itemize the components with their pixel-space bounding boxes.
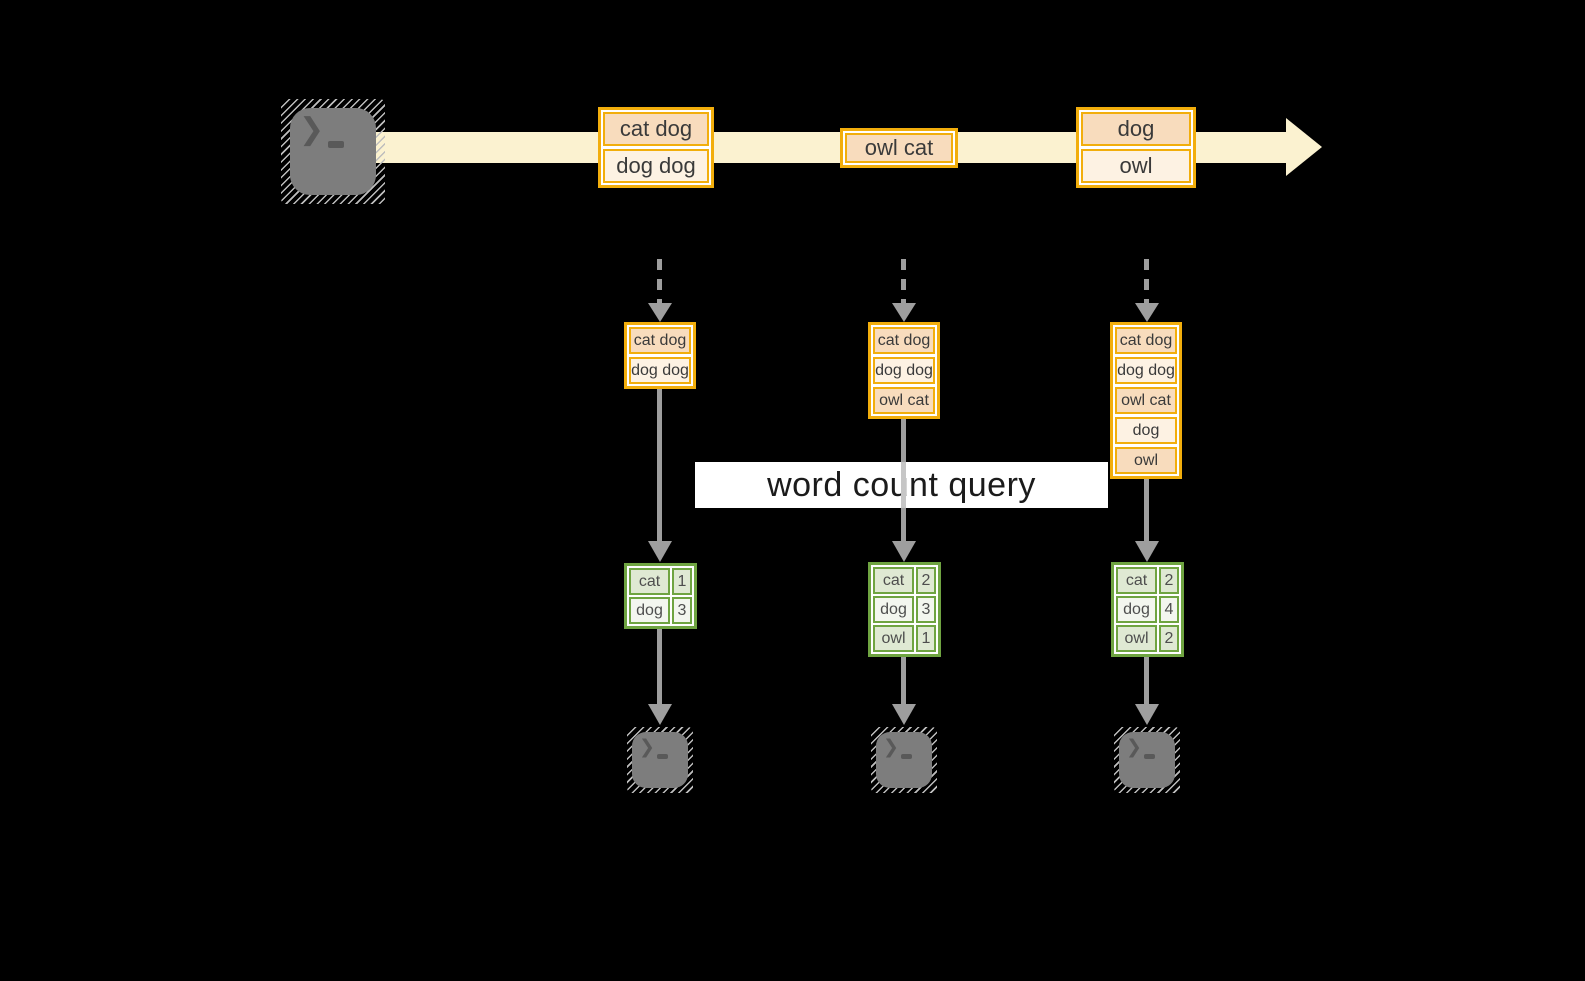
query-arrowhead-icon xyxy=(892,541,916,562)
word-cell: cat xyxy=(873,567,914,594)
state-line: dog xyxy=(1115,417,1177,444)
state-box: cat dog dog dog xyxy=(624,322,696,389)
message-box: cat dog dog dog xyxy=(598,107,714,188)
state-line: cat dog xyxy=(1115,327,1177,354)
message-line: owl xyxy=(1081,149,1191,183)
terminal-prompt-glyph: ❯ xyxy=(883,736,899,758)
message-line: owl cat xyxy=(845,133,953,163)
query-arrow-line-through-banner xyxy=(901,462,906,508)
ingest-arrowhead-icon xyxy=(892,303,916,322)
state-line: dog dog xyxy=(873,357,935,384)
output-arrow-line xyxy=(1144,657,1149,704)
ingest-arrowhead-icon xyxy=(1135,303,1159,322)
state-line: owl xyxy=(1115,447,1177,474)
terminal-body xyxy=(290,108,376,195)
word-cell: dog xyxy=(629,597,670,624)
ingest-arrow-line xyxy=(1144,259,1149,303)
query-arrowhead-icon xyxy=(1135,541,1159,562)
count-cell: 3 xyxy=(916,596,936,623)
source-terminal-icon: ❯ xyxy=(281,99,385,204)
state-line: owl cat xyxy=(873,387,935,414)
terminal-cursor-glyph xyxy=(328,141,344,148)
count-cell: 2 xyxy=(916,567,936,594)
terminal-body xyxy=(876,732,932,788)
word-cell: cat xyxy=(1116,567,1157,594)
state-line: dog dog xyxy=(1115,357,1177,384)
count-cell: 2 xyxy=(1159,567,1179,594)
word-cell: dog xyxy=(1116,596,1157,623)
query-arrow-line xyxy=(901,508,906,541)
count-cell: 1 xyxy=(672,568,692,595)
count-table: cat 2 dog 4 owl 2 xyxy=(1111,562,1184,657)
terminal-cursor-glyph xyxy=(901,754,912,759)
terminal-prompt-glyph: ❯ xyxy=(639,736,655,758)
state-box: cat dog dog dog owl cat dog owl xyxy=(1110,322,1182,479)
query-arrow-line xyxy=(1144,479,1149,541)
state-box: cat dog dog dog owl cat xyxy=(868,322,940,419)
ingest-arrow-line xyxy=(901,259,906,303)
query-arrow-line xyxy=(901,419,906,462)
terminal-cursor-glyph xyxy=(657,754,668,759)
word-cell: cat xyxy=(629,568,670,595)
terminal-prompt-glyph: ❯ xyxy=(299,112,325,147)
terminal-prompt-glyph: ❯ xyxy=(1126,736,1142,758)
count-cell: 1 xyxy=(916,625,936,652)
message-box: owl cat xyxy=(840,128,958,168)
state-line: owl cat xyxy=(1115,387,1177,414)
terminal-body xyxy=(1119,732,1175,788)
output-arrowhead-icon xyxy=(892,704,916,725)
output-arrow-line xyxy=(657,629,662,704)
message-line: dog dog xyxy=(603,149,709,183)
sink-terminal-icon: ❯ xyxy=(627,727,693,793)
message-line: cat dog xyxy=(603,112,709,146)
word-cell: dog xyxy=(873,596,914,623)
ingest-arrowhead-icon xyxy=(648,303,672,322)
state-line: cat dog xyxy=(873,327,935,354)
message-box: dog owl xyxy=(1076,107,1196,188)
count-table: cat 2 dog 3 owl 1 xyxy=(868,562,941,657)
ingest-arrow-line xyxy=(657,259,662,303)
count-cell: 4 xyxy=(1159,596,1179,623)
terminal-cursor-glyph xyxy=(1144,754,1155,759)
output-arrowhead-icon xyxy=(1135,704,1159,725)
state-line: dog dog xyxy=(629,357,691,384)
sink-terminal-icon: ❯ xyxy=(1114,727,1180,793)
sink-terminal-icon: ❯ xyxy=(871,727,937,793)
terminal-body xyxy=(632,732,688,788)
output-arrowhead-icon xyxy=(648,704,672,725)
stream-arrowhead-icon xyxy=(1286,118,1322,176)
count-table: cat 1 dog 3 xyxy=(624,563,697,629)
message-line: dog xyxy=(1081,112,1191,146)
word-cell: owl xyxy=(873,625,914,652)
query-arrow-line xyxy=(657,389,662,541)
state-line: cat dog xyxy=(629,327,691,354)
output-arrow-line xyxy=(901,657,906,704)
count-cell: 2 xyxy=(1159,625,1179,652)
count-cell: 3 xyxy=(672,597,692,624)
word-cell: owl xyxy=(1116,625,1157,652)
query-arrowhead-icon xyxy=(648,541,672,562)
